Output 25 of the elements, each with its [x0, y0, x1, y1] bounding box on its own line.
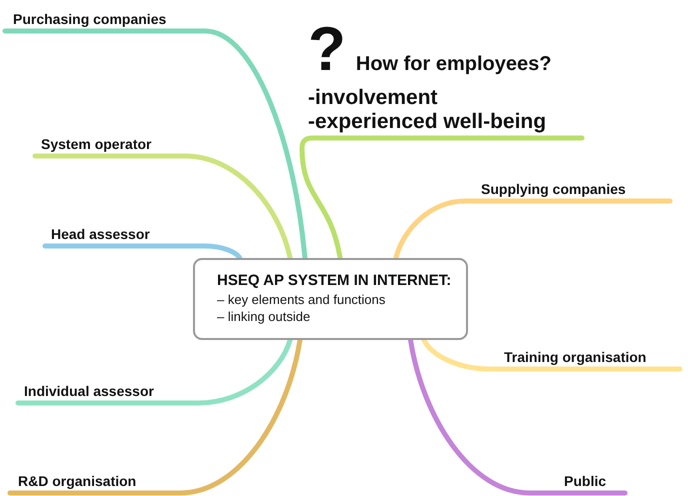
topic-point: – key elements and functions [217, 291, 386, 308]
branch-heading: How for employees? [356, 53, 552, 76]
branch-point: -involvement [308, 86, 439, 110]
central-topic-box [193, 258, 468, 340]
branch-label: Supplying companies [481, 181, 626, 197]
branch-point: -experienced well-being [308, 110, 548, 134]
branch-label: Individual assessor [24, 383, 154, 399]
branch-label: R&D organisation [18, 473, 136, 489]
branch-line [8, 338, 302, 496]
branch-line [32, 154, 293, 260]
branch-label: Public [564, 473, 606, 489]
branch-line [422, 338, 682, 372]
topic-title: HSEQ AP SYSTEM IN INTERNET: [217, 272, 452, 289]
branch-label: Training organisation [504, 349, 646, 365]
branch-label: Purchasing companies [13, 11, 166, 27]
question-mark: ? [308, 24, 346, 76]
branch-line [408, 338, 628, 496]
branch-line [300, 136, 584, 260]
branch-line [2, 28, 308, 260]
branch-label: System operator [41, 136, 152, 152]
branch-label: Head assessor [51, 226, 150, 242]
branch-line [393, 198, 672, 260]
branch-line [16, 338, 293, 406]
branch-line [42, 244, 242, 260]
topic-point: – linking outside [217, 308, 312, 325]
